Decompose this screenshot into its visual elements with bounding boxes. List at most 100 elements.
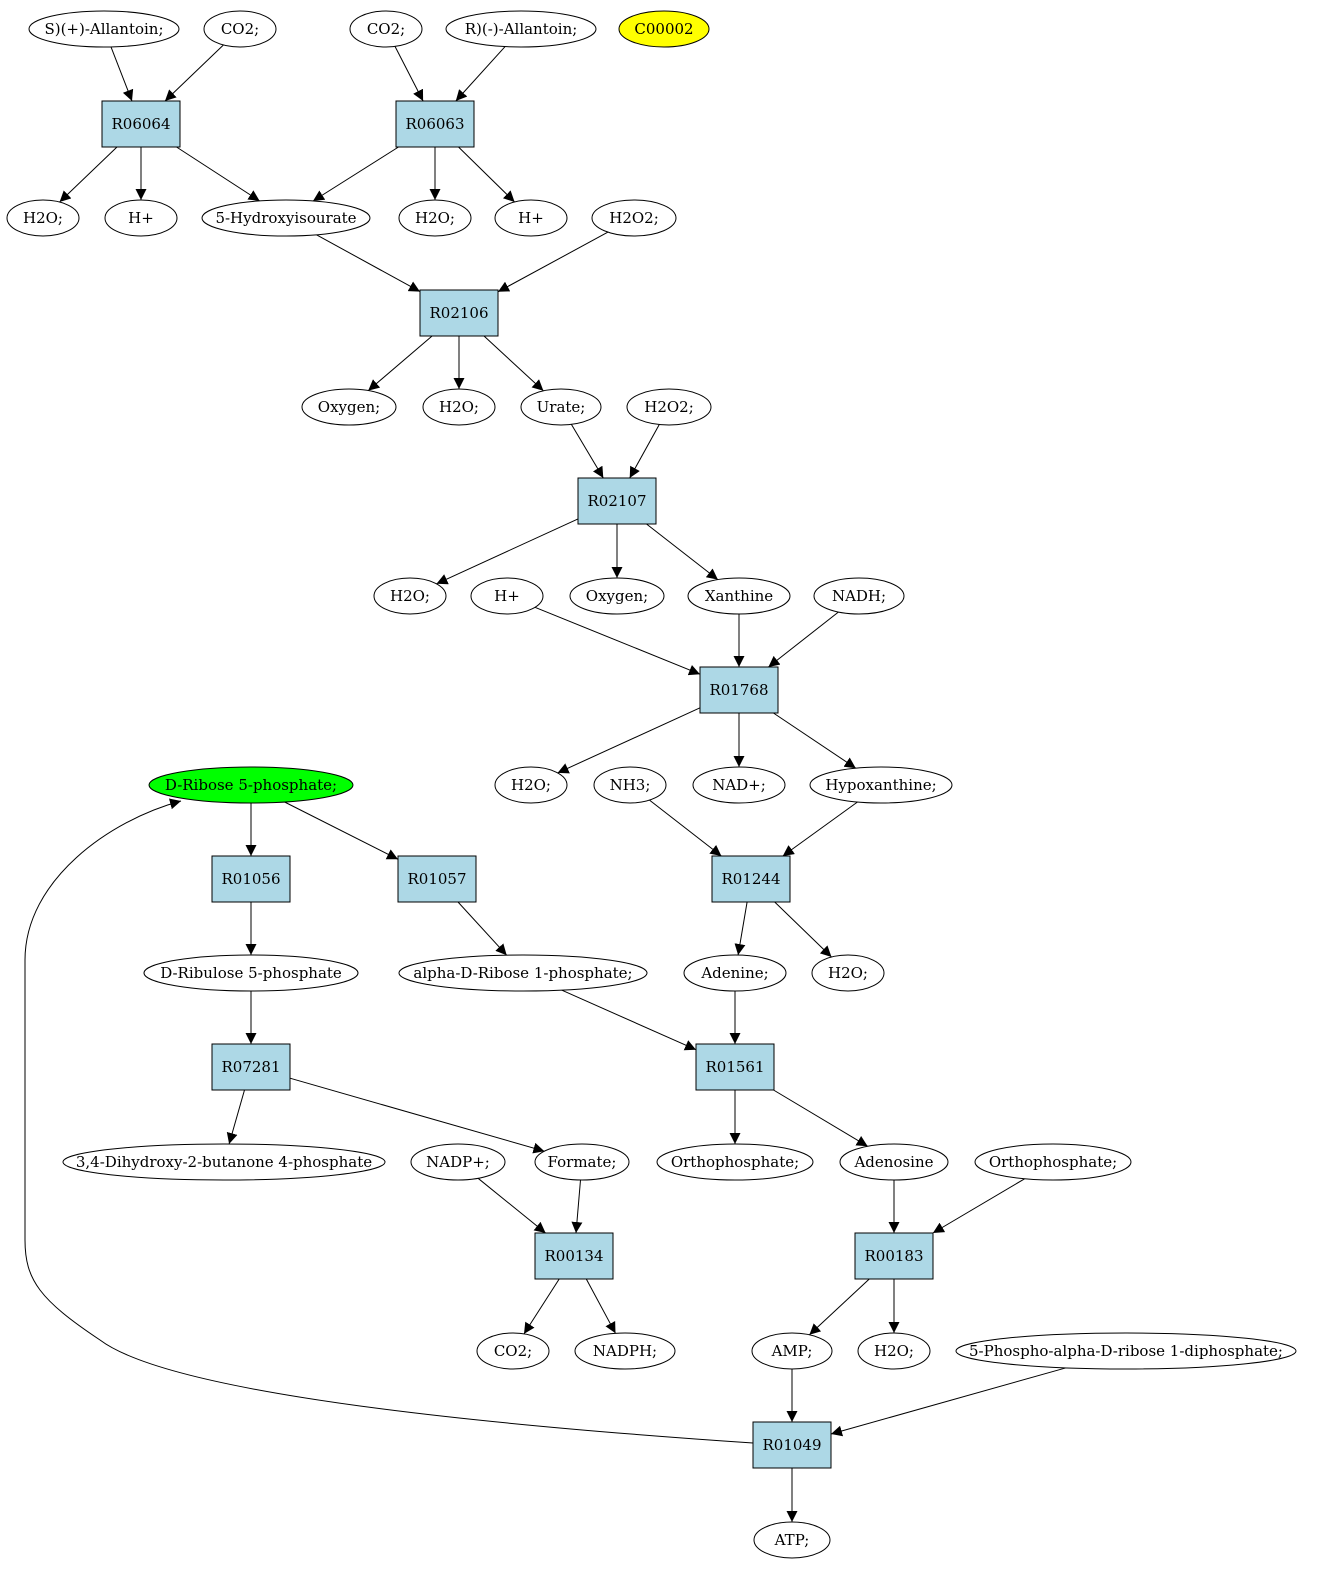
node-label: H2O; xyxy=(23,209,63,227)
edge-c_urate-to-r_R02107 xyxy=(570,424,604,479)
reaction-box xyxy=(695,1043,775,1091)
compound-node-c_h2o_1: H2O; xyxy=(6,199,80,237)
compound-node-c_hplus_1: H+ xyxy=(104,199,178,237)
edge-c_rallantoin-to-r_R06063 xyxy=(455,46,506,102)
compound-node-c_nh3: NH3; xyxy=(593,766,667,804)
node-label: H2O; xyxy=(828,964,868,982)
node-label: R)(-)-Allantoin; xyxy=(465,20,578,38)
reaction-box xyxy=(211,1043,291,1091)
edge-r_R02107-to-c_xanthine xyxy=(646,523,719,580)
node-label: R02106 xyxy=(429,304,488,322)
compound-node-c_5hiu: 5-Hydroxyisourate xyxy=(201,199,371,237)
node-label: NADPH; xyxy=(593,1342,657,1360)
compound-node-c_rallantoin: R)(-)-Allantoin; xyxy=(445,10,597,48)
compound-ellipse xyxy=(143,954,359,992)
node-label: R02107 xyxy=(587,492,646,510)
edge-r_R01768-to-c_h2o_5 xyxy=(557,707,701,774)
compound-ellipse xyxy=(203,10,277,48)
edge-r_R02106-to-c_urate xyxy=(483,335,544,392)
node-label: NAD+; xyxy=(712,776,766,794)
compound-ellipse xyxy=(753,1521,831,1559)
node-label: R01049 xyxy=(762,1436,821,1454)
compound-ellipse xyxy=(683,954,787,992)
compound-node-c_h2o2_1: H2O2; xyxy=(591,199,677,237)
node-label: H2O; xyxy=(415,209,455,227)
compound-node-c_h2o_2: H2O; xyxy=(398,199,472,237)
edge-c_alphadribose1p-to-r_R01561 xyxy=(561,989,697,1051)
node-label: Formate; xyxy=(548,1153,617,1171)
compound-ellipse xyxy=(751,1332,833,1370)
edge-r_R01244-to-c_adenine xyxy=(734,901,748,956)
compound-node-r_R02107: R02107 xyxy=(577,477,657,525)
compound-node-r_R01244: R01244 xyxy=(711,855,791,903)
node-label: NH3; xyxy=(610,776,651,794)
node-label: NADP+; xyxy=(426,1153,490,1171)
compound-node-c_formate: Formate; xyxy=(534,1143,630,1181)
compound-ellipse xyxy=(148,766,354,804)
compound-ellipse xyxy=(687,577,791,615)
reaction-box xyxy=(211,855,291,903)
compound-node-c_hplus_2: H+ xyxy=(494,199,568,237)
edge-r_R00134-to-c_co2_c xyxy=(523,1278,560,1335)
compound-node-c_co2_a: CO2; xyxy=(203,10,277,48)
node-label: alpha-D-Ribose 1-phosphate; xyxy=(413,964,632,982)
compound-node-c_c00002: C00002 xyxy=(618,10,710,48)
edge-r_R01057-to-c_alphadribose1p xyxy=(457,901,508,956)
compound-node-c_nadpplus: NADP+; xyxy=(410,1143,506,1181)
edge-r_R06063-to-c_5hiu xyxy=(312,146,399,202)
compound-ellipse xyxy=(494,199,568,237)
reaction-box xyxy=(534,1232,614,1280)
compound-node-c_h2o_5: H2O; xyxy=(494,766,568,804)
compound-ellipse xyxy=(410,1143,506,1181)
compound-ellipse xyxy=(104,199,178,237)
node-label: H+ xyxy=(494,587,520,605)
node-label: CO2; xyxy=(367,20,405,38)
compound-node-r_R00134: R00134 xyxy=(534,1232,614,1280)
edge-c_co2_b-to-r_R06063 xyxy=(394,46,424,102)
compound-node-c_sallantoin: S)(+)-Allantoin; xyxy=(28,10,180,48)
node-label: H+ xyxy=(128,209,154,227)
node-label: D-Ribulose 5-phosphate xyxy=(160,964,342,982)
compound-ellipse xyxy=(301,388,397,426)
node-label: R07281 xyxy=(221,1058,280,1076)
compound-node-c_atp: ATP; xyxy=(753,1521,831,1559)
edge-r_R06064-to-c_5hiu xyxy=(176,146,260,202)
compound-node-c_urate: Urate; xyxy=(520,388,602,426)
compound-ellipse xyxy=(974,1143,1132,1181)
node-label: Orthophosphate; xyxy=(671,1153,799,1171)
node-label: Urate; xyxy=(537,398,586,416)
compound-ellipse xyxy=(6,199,80,237)
edge-r_R01049-to-c_dribose5p xyxy=(24,798,754,1444)
edge-c_h2o2_1-to-r_R02106 xyxy=(497,231,609,293)
compound-node-c_oxygen_2: Oxygen; xyxy=(569,577,665,615)
node-label: R00183 xyxy=(864,1247,923,1265)
reaction-box xyxy=(101,100,181,148)
compound-ellipse xyxy=(476,1332,550,1370)
compound-node-c_co2_c: CO2; xyxy=(476,1332,550,1370)
edge-c_co2_a-to-r_R06064 xyxy=(164,44,224,102)
node-label: Orthophosphate; xyxy=(989,1153,1117,1171)
edge-c_hypoxanthine-to-r_R01244 xyxy=(782,801,858,857)
compound-ellipse xyxy=(574,1332,676,1370)
compound-node-c_hypoxanthine: Hypoxanthine; xyxy=(809,766,953,804)
compound-node-c_co2_b: CO2; xyxy=(349,10,423,48)
node-label: Oxygen; xyxy=(586,587,648,605)
node-label: Xanthine xyxy=(705,587,773,605)
edge-c_5hiu-to-r_R02106 xyxy=(316,234,421,293)
node-label: R00134 xyxy=(544,1247,603,1265)
edge-c_hplus_3-to-r_R01768 xyxy=(534,606,701,676)
compound-node-r_R01049: R01049 xyxy=(752,1421,832,1469)
compound-ellipse xyxy=(520,388,602,426)
compound-node-c_alphadribose1p: alpha-D-Ribose 1-phosphate; xyxy=(398,954,648,992)
compound-node-c_hplus_3: H+ xyxy=(470,577,544,615)
compound-ellipse xyxy=(569,577,665,615)
node-label: D-Ribose 5-phosphate; xyxy=(165,776,337,794)
compound-ellipse xyxy=(398,199,472,237)
node-label: R01244 xyxy=(721,870,780,888)
reaction-box xyxy=(395,100,475,148)
compound-ellipse xyxy=(534,1143,630,1181)
compound-node-r_R01056: R01056 xyxy=(211,855,291,903)
node-label: S)(+)-Allantoin; xyxy=(44,20,163,38)
edge-c_sallantoin-to-r_R06064 xyxy=(110,46,134,102)
